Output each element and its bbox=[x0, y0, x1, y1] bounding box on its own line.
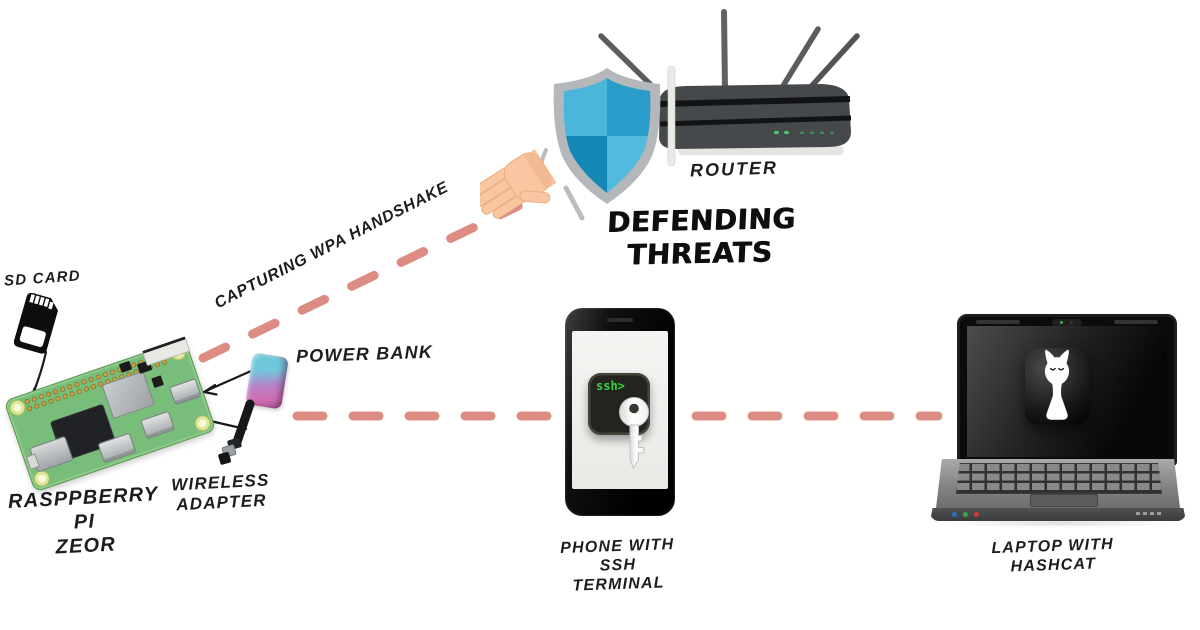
phone-screen: ssh> bbox=[572, 331, 668, 489]
pi-usb-port bbox=[169, 378, 202, 406]
router-front-antenna bbox=[667, 65, 676, 167]
router-shield-cluster bbox=[480, 9, 860, 221]
bezel-slit bbox=[1114, 320, 1158, 324]
pi-mount-hole bbox=[193, 414, 212, 433]
laptop-keyboard bbox=[956, 463, 1162, 494]
front-port bbox=[1143, 512, 1147, 515]
router-antennas bbox=[598, 9, 860, 93]
arrow-power-bank-to-pi bbox=[202, 369, 253, 396]
laptop-display bbox=[967, 326, 1167, 457]
port-led-green bbox=[963, 512, 968, 517]
front-port bbox=[1157, 512, 1161, 515]
key-icon bbox=[619, 397, 649, 470]
pi-sd-slot bbox=[29, 435, 74, 473]
pi-usb-port bbox=[140, 410, 176, 440]
phone-speaker bbox=[607, 318, 633, 322]
port-led-blue bbox=[952, 512, 957, 517]
laptop-screen bbox=[957, 314, 1177, 466]
router-label: ROUTER bbox=[689, 157, 779, 181]
pi-mount-hole bbox=[32, 469, 51, 488]
ssh-prompt-text: ssh> bbox=[596, 379, 625, 393]
pi-component bbox=[151, 375, 164, 389]
hashcat-logo-icon bbox=[1025, 348, 1089, 424]
wireless-adapter-icon bbox=[218, 399, 255, 465]
shield-icon bbox=[553, 68, 661, 204]
phone-device: ssh> bbox=[565, 308, 675, 516]
sd-card-icon bbox=[13, 292, 58, 354]
dashed-line-pi-to-router bbox=[198, 201, 523, 363]
wireless-adapter-label: WIRELESS ADAPTER bbox=[170, 470, 271, 515]
webcam-led bbox=[1060, 321, 1063, 324]
raspberry-pi-label: RASPPBERRY PI ZEOR bbox=[7, 483, 159, 559]
diagram-title: DEFENDING THREATS bbox=[606, 201, 797, 272]
router-device bbox=[659, 65, 852, 167]
webcam bbox=[1052, 319, 1082, 326]
laptop-shadow bbox=[942, 518, 1178, 528]
router-leds bbox=[774, 131, 834, 135]
bezel-slit bbox=[976, 320, 1020, 324]
front-port bbox=[1150, 512, 1154, 515]
webcam-lens bbox=[1070, 321, 1073, 324]
stop-hand-icon bbox=[480, 149, 557, 219]
front-port bbox=[1136, 512, 1140, 515]
laptop-trackpad bbox=[1030, 494, 1098, 507]
hashcat-cat-glyph bbox=[1044, 349, 1070, 420]
phone-label: PHONE WITH SSH TERMINAL bbox=[559, 536, 675, 595]
laptop-front-edge bbox=[930, 508, 1186, 521]
laptop-label: LAPTOP WITH HASHCAT bbox=[991, 535, 1115, 576]
port-led-red bbox=[974, 512, 979, 517]
